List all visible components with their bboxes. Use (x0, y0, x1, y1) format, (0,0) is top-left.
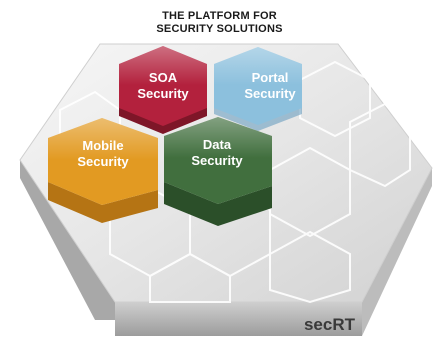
diagram-title-line-2: SECURITY SOLUTIONS (156, 23, 283, 35)
hex-soa-label-2: Security (137, 86, 189, 101)
hex-data-label-2: Security (191, 153, 243, 168)
hex-portal-security: Portal Security (214, 47, 302, 131)
hex-mobile-label-2: Security (77, 154, 129, 169)
hex-soa-security: SOA Security (119, 46, 207, 134)
hex-soa-label-1: SOA (149, 70, 178, 85)
hex-data-security: Data Security (164, 117, 272, 226)
diagram-title-line-1: THE PLATFORM FOR (162, 10, 277, 22)
hex-mobile-security: Mobile Security (48, 118, 158, 223)
hex-mobile-label-1: Mobile (82, 138, 123, 153)
platform-side-right (362, 168, 432, 336)
hex-portal-label-2: Security (244, 86, 296, 101)
brand-label: secRT (304, 315, 356, 334)
hex-data-label-1: Data (203, 137, 232, 152)
hex-portal-label-1: Portal (252, 70, 289, 85)
platform-side-left (20, 160, 115, 320)
platform-side-front (115, 302, 362, 336)
